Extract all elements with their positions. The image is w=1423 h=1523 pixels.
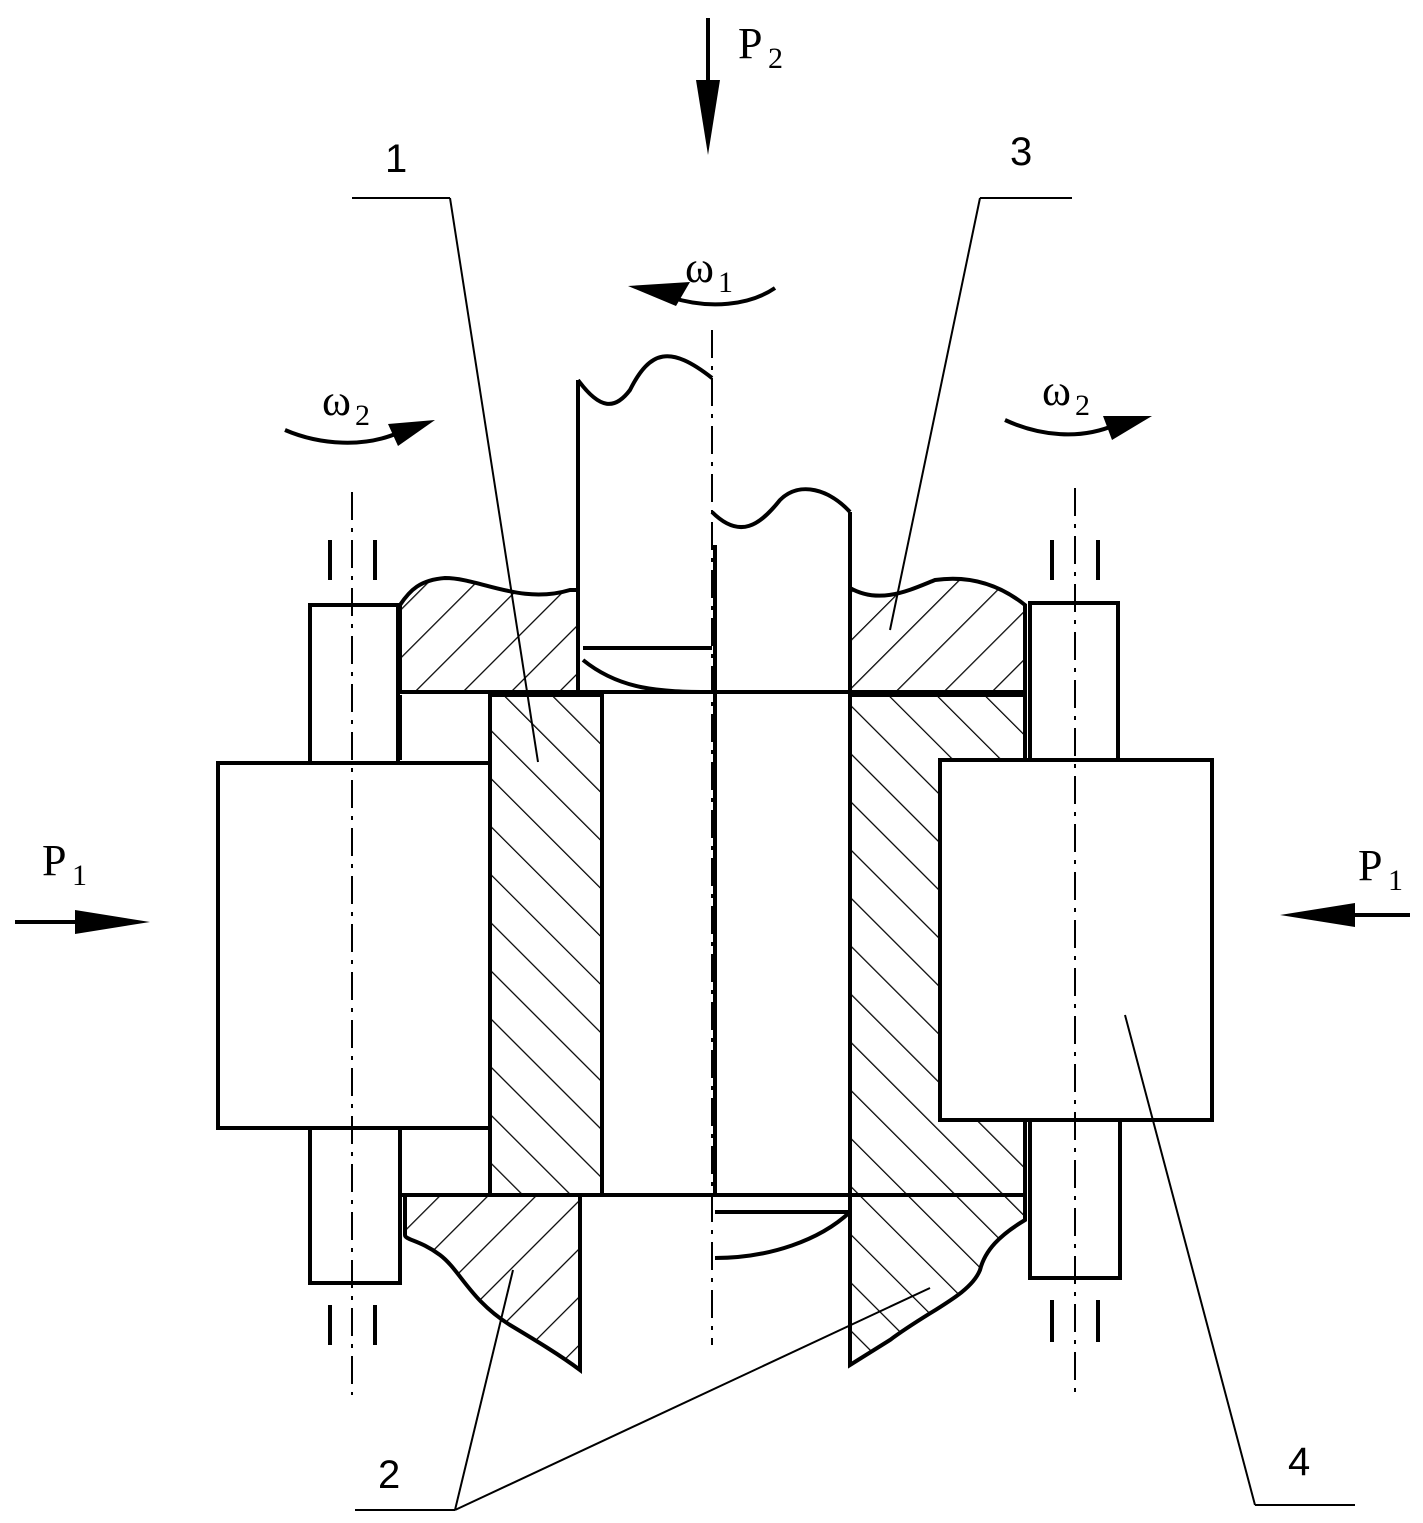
lower-left-die xyxy=(405,1195,580,1370)
callout-1: 1 xyxy=(385,137,407,181)
upper-left-curve xyxy=(583,660,712,692)
omega2-right-subscript: 2 xyxy=(1075,389,1090,422)
omega2-right-arrow-head xyxy=(1103,416,1152,440)
left-roller-shaft-bottom xyxy=(310,1128,400,1283)
p1-left-label: P xyxy=(42,836,66,885)
omega2-right-arrow-curve xyxy=(1005,420,1115,434)
omega2-left-label: ω xyxy=(322,376,351,425)
p2-label: P xyxy=(738,19,762,68)
lower-right-curve xyxy=(715,1212,850,1258)
p1-right-label: P xyxy=(1358,841,1382,890)
omega2-left-subscript: 2 xyxy=(355,399,370,432)
callout-3: 3 xyxy=(1010,130,1032,174)
omega1-label: ω xyxy=(685,243,714,292)
shaft-top-break xyxy=(712,489,850,527)
p1-right-arrow-head xyxy=(1280,903,1355,927)
p1-left-arrow-head xyxy=(75,910,150,934)
omega2-right-label: ω xyxy=(1042,366,1071,415)
lower-right-die xyxy=(850,1195,1025,1365)
upper-left-die xyxy=(400,578,578,692)
left-roller xyxy=(218,763,490,1128)
upper-right-die xyxy=(850,579,1025,692)
mandrel-top-break xyxy=(578,356,712,404)
omega2-left-arrow-curve xyxy=(285,430,400,443)
left-roller-shaft-top xyxy=(310,605,398,763)
omega1-arrow-head xyxy=(628,282,690,306)
callout-3-leader xyxy=(890,198,980,630)
omega1-subscript: 1 xyxy=(718,266,733,299)
p2-subscript: 2 xyxy=(768,42,783,75)
p2-arrow-head xyxy=(696,80,720,155)
p1-right-subscript: 1 xyxy=(1388,864,1403,897)
p1-left-subscript: 1 xyxy=(72,859,87,892)
callout-4: 4 xyxy=(1288,1440,1310,1484)
omega2-left-arrow-head xyxy=(388,420,435,446)
callout-2: 2 xyxy=(378,1453,400,1497)
workpiece-left-wall xyxy=(490,695,602,1195)
